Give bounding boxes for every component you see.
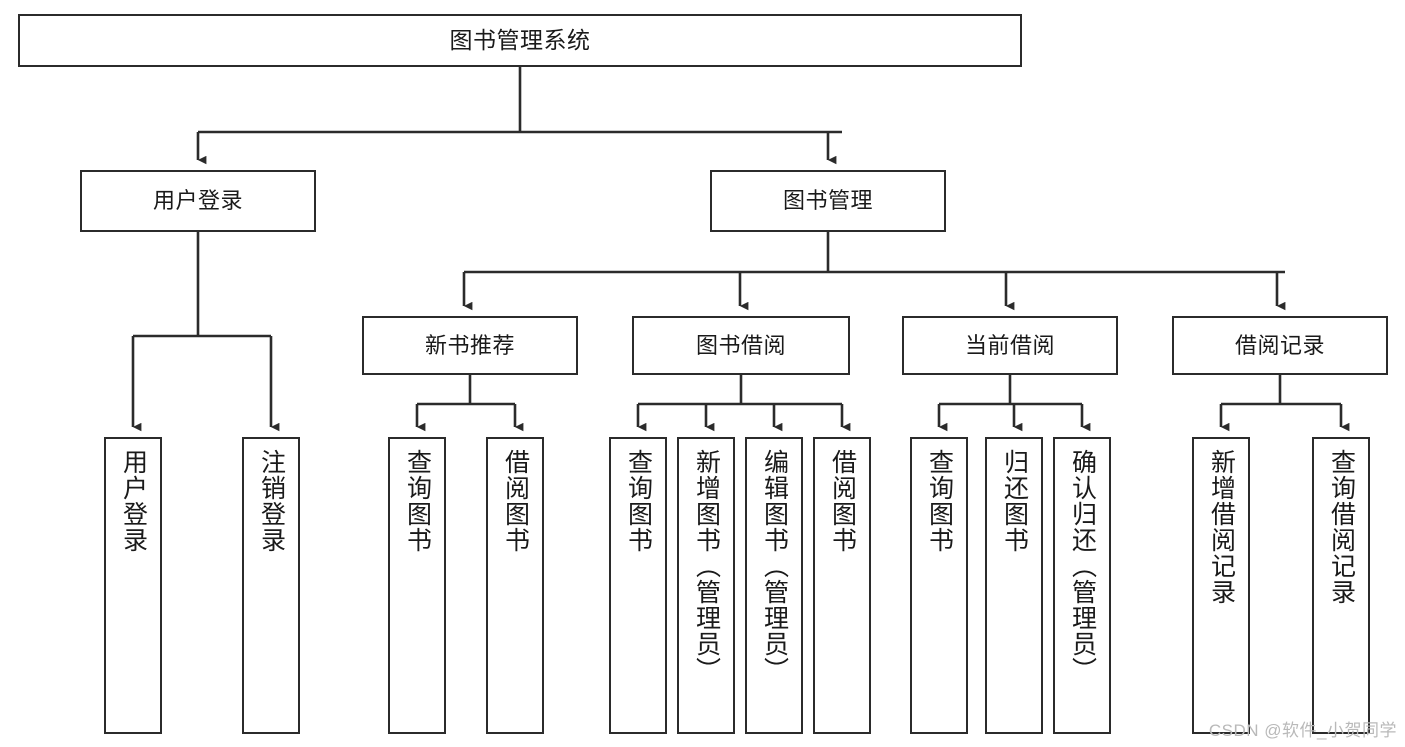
node-book-borrow[interactable]: 图书借阅 <box>632 316 850 375</box>
node-root-label: 图书管理系统 <box>449 26 591 53</box>
node-leaf-label: 查询图书 <box>624 449 653 553</box>
node-leaf-label: 用户登录 <box>119 449 148 553</box>
node-leaf-label: 借阅图书 <box>828 449 857 553</box>
node-leaf-query-book-current[interactable]: 查询图书 <box>910 437 968 734</box>
node-leaf-label: 借阅图书 <box>501 449 530 553</box>
node-leaf-label: 归还图书 <box>1000 449 1029 553</box>
node-book-borrow-label: 图书借阅 <box>695 332 786 358</box>
node-leaf-add-book-admin[interactable]: 新增图书（管理员） <box>677 437 735 734</box>
node-leaf-borrow-book[interactable]: 借阅图书 <box>813 437 871 734</box>
node-new-book-recommend[interactable]: 新书推荐 <box>362 316 578 375</box>
node-book-management[interactable]: 图书管理 <box>710 170 946 232</box>
node-leaf-label: 新增图书（管理员） <box>692 449 721 683</box>
node-book-management-label: 图书管理 <box>782 188 873 214</box>
node-leaf-label: 新增借阅记录 <box>1207 449 1236 605</box>
node-leaf-query-book-borrow[interactable]: 查询图书 <box>609 437 667 734</box>
node-leaf-label: 确认归还（管理员） <box>1068 449 1097 683</box>
node-leaf-query-borrow-record[interactable]: 查询借阅记录 <box>1312 437 1370 734</box>
node-root[interactable]: 图书管理系统 <box>18 14 1022 67</box>
node-leaf-label: 查询借阅记录 <box>1327 449 1356 605</box>
node-leaf-label: 编辑图书（管理员） <box>760 449 789 683</box>
node-borrow-record-label: 借阅记录 <box>1234 332 1325 358</box>
node-leaf-label: 查询图书 <box>925 449 954 553</box>
node-leaf-query-book-recommend[interactable]: 查询图书 <box>388 437 446 734</box>
node-leaf-label: 注销登录 <box>257 449 286 553</box>
node-current-borrow[interactable]: 当前借阅 <box>902 316 1118 375</box>
node-leaf-label: 查询图书 <box>403 449 432 553</box>
csdn-watermark: CSDN @软件_小贺同学 <box>1208 721 1397 740</box>
node-borrow-record[interactable]: 借阅记录 <box>1172 316 1388 375</box>
node-user-login-label: 用户登录 <box>152 188 243 214</box>
node-leaf-logout[interactable]: 注销登录 <box>242 437 300 734</box>
node-current-borrow-label: 当前借阅 <box>964 332 1055 358</box>
node-user-login[interactable]: 用户登录 <box>80 170 316 232</box>
node-leaf-return-book[interactable]: 归还图书 <box>985 437 1043 734</box>
node-leaf-user-login[interactable]: 用户登录 <box>104 437 162 734</box>
node-leaf-edit-book-admin[interactable]: 编辑图书（管理员） <box>745 437 803 734</box>
node-new-book-recommend-label: 新书推荐 <box>424 332 515 358</box>
node-leaf-confirm-return-admin[interactable]: 确认归还（管理员） <box>1053 437 1111 734</box>
node-leaf-borrow-book-recommend[interactable]: 借阅图书 <box>486 437 544 734</box>
node-leaf-add-borrow-record[interactable]: 新增借阅记录 <box>1192 437 1250 734</box>
